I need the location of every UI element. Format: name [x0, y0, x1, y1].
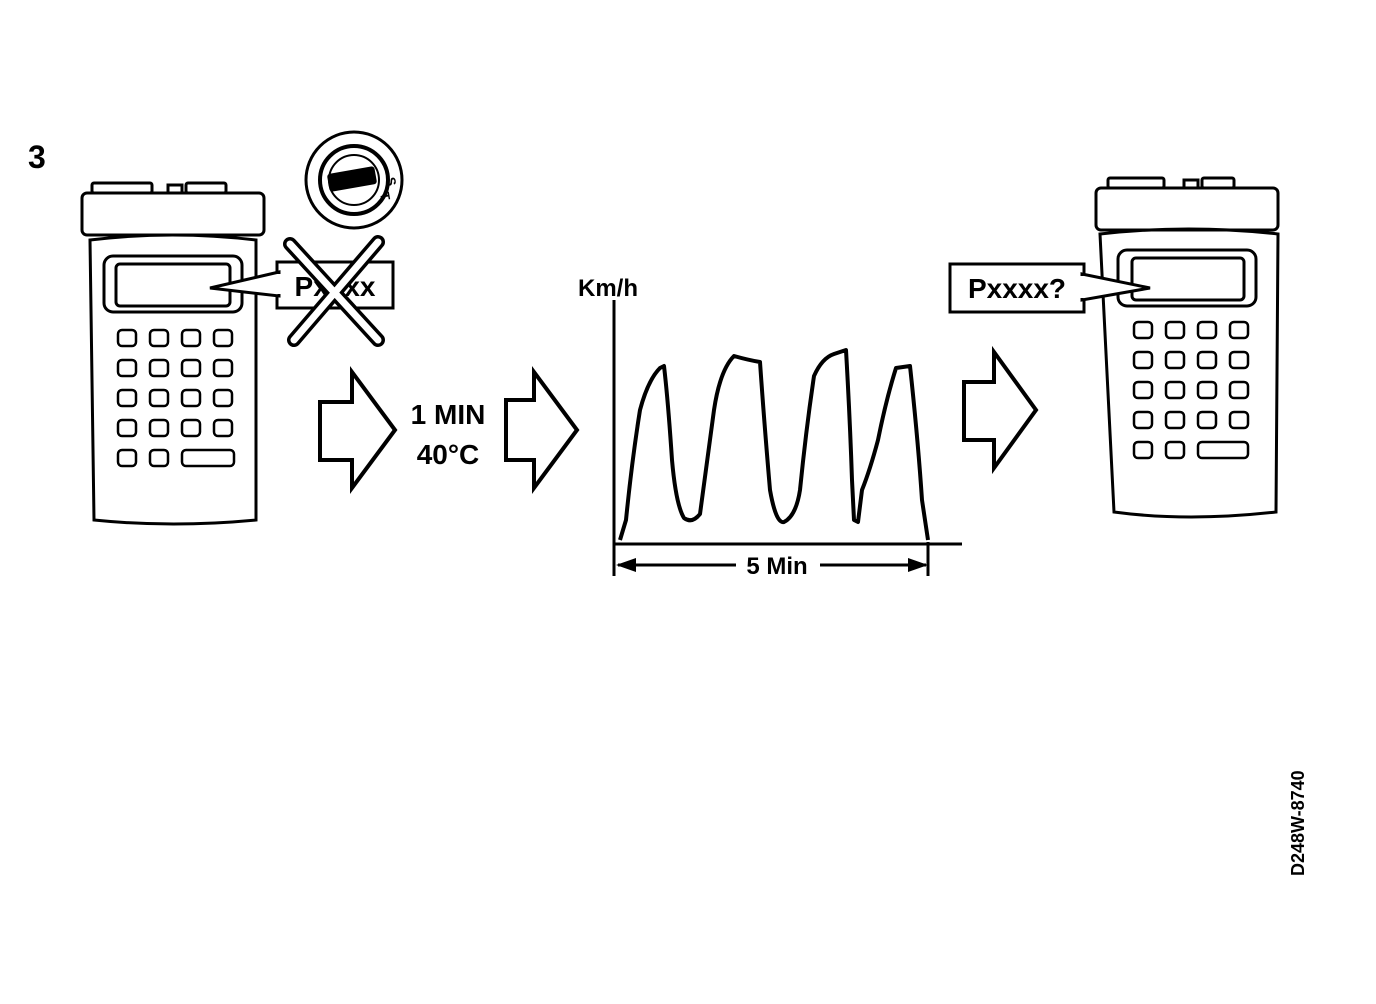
- right-display-code: Pxxxx?: [968, 273, 1066, 304]
- right-device-body: [1098, 227, 1280, 519]
- figure-code: D248W-8740: [1288, 770, 1308, 876]
- ignition-position-letter-s: S: [383, 176, 399, 187]
- left-top-module: [80, 191, 266, 237]
- left-keypad: [116, 328, 236, 468]
- ignition-key-icon: S T: [304, 130, 404, 230]
- flow-arrow-1-icon: [318, 365, 398, 495]
- graph-duration-label: 5 Min: [746, 553, 807, 580]
- condition-duration: 1 MIN: [411, 399, 486, 430]
- left-tester-device: [80, 181, 266, 526]
- right-keypad: [1132, 320, 1250, 460]
- right-tester-device: [1094, 176, 1280, 519]
- duration-arrowhead-left: [616, 558, 636, 572]
- left-callout-pointer: [209, 270, 281, 298]
- cross-out-icon: [283, 235, 385, 347]
- step-number: 3: [28, 139, 46, 175]
- flow-arrow-3-icon: [962, 345, 1039, 475]
- ignition-position-letter-t: T: [377, 191, 393, 201]
- condition-temperature: 40°C: [417, 439, 480, 470]
- right-display-callout: Pxxxx?: [948, 262, 1151, 314]
- speed-graph: Km/h 5 Min: [578, 275, 962, 580]
- graph-y-axis-label: Km/h: [578, 275, 638, 302]
- flow-arrow-2-icon: [504, 365, 580, 495]
- left-display-callout: Pxxxx: [209, 260, 395, 310]
- right-callout-pointer: [1080, 272, 1151, 302]
- right-callout-box: [948, 262, 1086, 314]
- left-device-body: [88, 233, 258, 526]
- speed-curve: [618, 348, 930, 541]
- right-screen-bezel: [1116, 248, 1258, 308]
- right-screen: [1130, 256, 1246, 302]
- left-screen: [114, 262, 232, 308]
- right-top-module: [1094, 186, 1280, 232]
- duration-arrowhead-right: [908, 558, 928, 572]
